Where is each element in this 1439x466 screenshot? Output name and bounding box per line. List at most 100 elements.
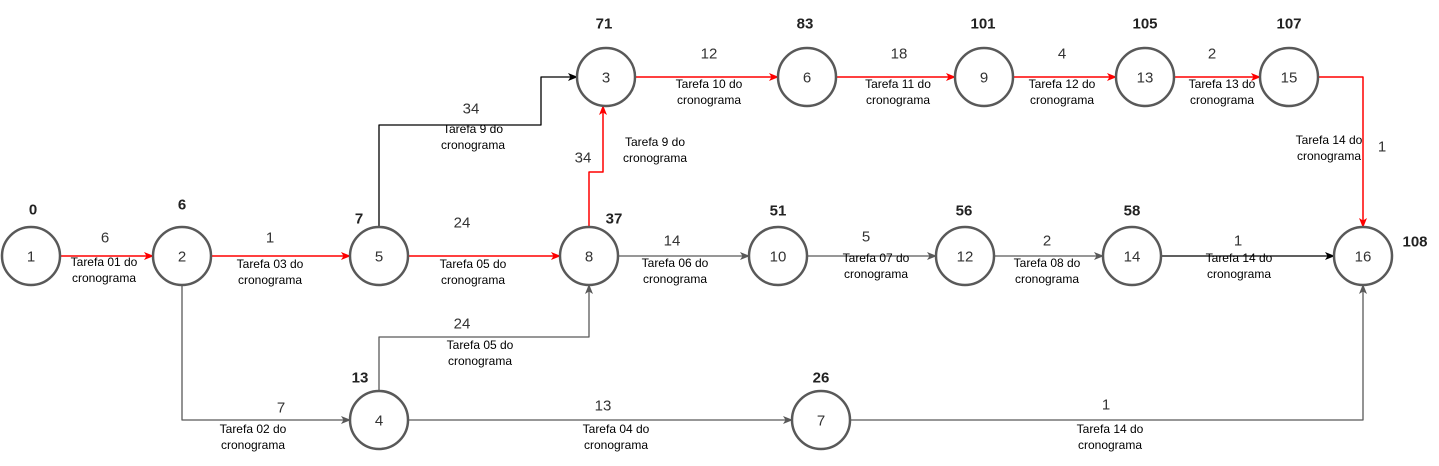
edge-duration-15-16: 1 bbox=[1378, 139, 1386, 156]
edge-duration-4-7: 13 bbox=[595, 398, 612, 415]
edge-duration-3-6: 12 bbox=[701, 46, 718, 63]
node-circle[interactable] bbox=[1101, 225, 1163, 287]
edge-task-label-15-16-line2: cronograma bbox=[1297, 149, 1361, 163]
node-circle[interactable] bbox=[0, 225, 62, 287]
edge-duration-9-13: 4 bbox=[1058, 46, 1066, 63]
node-circle[interactable] bbox=[776, 46, 838, 108]
edge-task-label-1-2-line2: cronograma bbox=[72, 271, 136, 285]
edge-duration-10-12: 5 bbox=[862, 229, 870, 246]
edge-task-label-7-16: Tarefa 14 do bbox=[1077, 422, 1144, 436]
edge-task-label-6-9: Tarefa 11 do bbox=[865, 77, 931, 91]
edge-2-4 bbox=[181, 285, 351, 424]
node-early-time-16: 108 bbox=[1402, 234, 1427, 251]
node-circle[interactable] bbox=[348, 389, 410, 451]
edge-task-label-15-16: Tarefa 14 do bbox=[1296, 133, 1363, 147]
edge-task-label-8-3-line2: cronograma bbox=[623, 151, 687, 165]
node-13[interactable]: 13 bbox=[1114, 46, 1176, 108]
node-number: 8 bbox=[585, 249, 593, 266]
node-circle[interactable] bbox=[348, 225, 410, 287]
node-number: 6 bbox=[803, 70, 811, 87]
node-14[interactable]: 14 bbox=[1101, 225, 1163, 287]
node-8[interactable]: 8 bbox=[558, 225, 620, 287]
node-number: 16 bbox=[1355, 249, 1372, 266]
node-number: 2 bbox=[178, 249, 186, 266]
edge-task-label-1-2: Tarefa 01 do bbox=[71, 255, 138, 269]
node-early-time-7: 26 bbox=[813, 370, 830, 387]
node-circle[interactable] bbox=[558, 225, 620, 287]
node-circle[interactable] bbox=[575, 46, 637, 108]
edge-duration-7-16: 1 bbox=[1102, 397, 1110, 414]
edge-8-3 bbox=[588, 105, 607, 227]
edge-task-label-2-5: Tarefa 03 do bbox=[237, 257, 304, 271]
edge-task-label-6-9-line2: cronograma bbox=[866, 93, 930, 107]
edge-duration-1-2: 6 bbox=[101, 230, 109, 247]
node-circle[interactable] bbox=[747, 225, 809, 287]
nodes-layer: 1026574138373716839101131051510710511256… bbox=[0, 16, 1428, 451]
node-number: 7 bbox=[817, 413, 825, 430]
edge-duration-8-10: 14 bbox=[664, 233, 681, 250]
edge-task-label-8-3: Tarefa 9 do bbox=[625, 135, 685, 149]
node-early-time-3: 71 bbox=[596, 16, 613, 33]
node-5[interactable]: 5 bbox=[348, 225, 410, 287]
edge-task-label-2-4: Tarefa 02 do bbox=[220, 422, 287, 436]
node-4[interactable]: 4 bbox=[348, 389, 410, 451]
edge-task-label-5-3-line2: cronograma bbox=[441, 138, 505, 152]
edge-task-label-10-12-line2: cronograma bbox=[844, 267, 908, 281]
edge-task-label-2-4-line2: cronograma bbox=[221, 438, 285, 452]
node-7[interactable]: 7 bbox=[790, 389, 852, 451]
edge-task-label-9-13: Tarefa 12 do bbox=[1029, 77, 1096, 91]
node-2[interactable]: 2 bbox=[151, 225, 213, 287]
edge-duration-4-8: 24 bbox=[454, 316, 471, 333]
node-early-time-10: 51 bbox=[770, 203, 787, 220]
node-circle[interactable] bbox=[934, 225, 996, 287]
edge-duration-2-5: 1 bbox=[266, 230, 274, 247]
node-number: 14 bbox=[1124, 249, 1141, 266]
node-number: 5 bbox=[375, 249, 383, 266]
node-1[interactable]: 1 bbox=[0, 225, 62, 287]
node-circle[interactable] bbox=[1114, 46, 1176, 108]
edge-task-label-2-5-line2: cronograma bbox=[238, 273, 302, 287]
node-early-time-5: 7 bbox=[355, 211, 363, 228]
edge-task-label-12-14-line2: cronograma bbox=[1015, 272, 1079, 286]
node-number: 15 bbox=[1281, 70, 1298, 87]
node-number: 12 bbox=[957, 249, 974, 266]
edge-task-label-5-8-line2: cronograma bbox=[441, 273, 505, 287]
node-6[interactable]: 6 bbox=[776, 46, 838, 108]
edge-15-16 bbox=[1318, 76, 1367, 228]
node-9[interactable]: 9 bbox=[953, 46, 1015, 108]
node-early-time-9: 101 bbox=[970, 16, 995, 33]
node-circle[interactable] bbox=[151, 225, 213, 287]
node-circle[interactable] bbox=[790, 389, 852, 451]
node-early-time-12: 56 bbox=[956, 203, 973, 220]
node-12[interactable]: 12 bbox=[934, 225, 996, 287]
node-early-time-15: 107 bbox=[1276, 16, 1301, 33]
edge-duration-2-4: 7 bbox=[277, 400, 285, 417]
edge-duration-5-3: 34 bbox=[463, 101, 480, 118]
node-circle[interactable] bbox=[1332, 225, 1394, 287]
edge-task-label-3-6: Tarefa 10 do bbox=[676, 77, 743, 91]
edge-duration-6-9: 18 bbox=[891, 46, 908, 63]
node-early-time-2: 6 bbox=[178, 197, 186, 214]
node-10[interactable]: 10 bbox=[747, 225, 809, 287]
node-16[interactable]: 16 bbox=[1332, 225, 1394, 287]
edge-task-label-13-15-line2: cronograma bbox=[1190, 93, 1254, 107]
edge-task-label-10-12: Tarefa 07 do bbox=[843, 251, 910, 265]
edge-task-label-4-7-line2: cronograma bbox=[584, 438, 648, 452]
edge-duration-14-16: 1 bbox=[1234, 233, 1242, 250]
node-early-time-6: 83 bbox=[797, 16, 814, 33]
edge-task-label-5-3: Tarefa 9 do bbox=[443, 122, 503, 136]
node-15[interactable]: 15 bbox=[1258, 46, 1320, 108]
edge-duration-12-14: 2 bbox=[1043, 233, 1051, 250]
edge-task-label-14-16-line2: cronograma bbox=[1207, 267, 1271, 281]
edge-7-16 bbox=[850, 284, 1367, 421]
edge-task-label-9-13-line2: cronograma bbox=[1030, 93, 1094, 107]
node-circle[interactable] bbox=[1258, 46, 1320, 108]
edge-duration-5-8: 24 bbox=[454, 215, 471, 232]
node-3[interactable]: 3 bbox=[575, 46, 637, 108]
node-circle[interactable] bbox=[953, 46, 1015, 108]
edge-task-label-5-8: Tarefa 05 do bbox=[440, 257, 507, 271]
edge-task-label-12-14: Tarefa 08 do bbox=[1014, 256, 1081, 270]
edges-layer bbox=[45, 73, 1367, 424]
